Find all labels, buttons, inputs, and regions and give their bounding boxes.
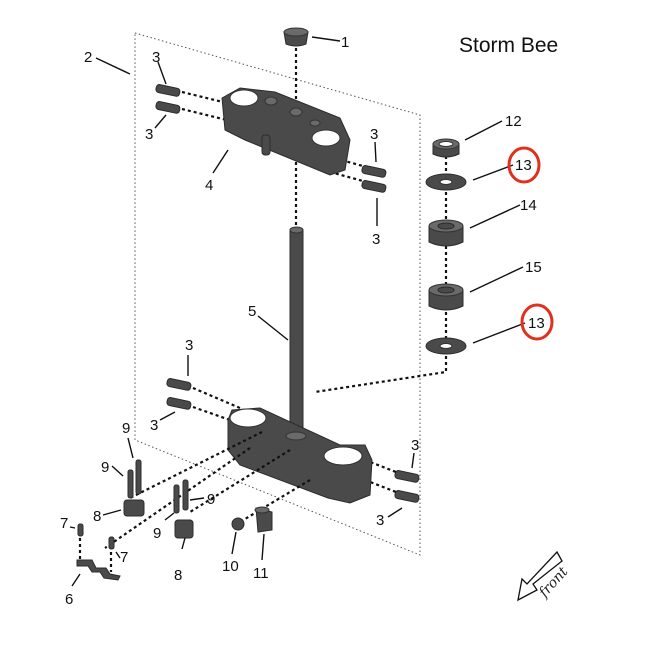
part-upper-triple-clamp[interactable] bbox=[221, 87, 351, 176]
highlight-circle bbox=[507, 146, 541, 184]
part-lower-triple-clamp[interactable] bbox=[227, 407, 373, 504]
callout-7[interactable]: 7 bbox=[60, 515, 68, 532]
callout-9[interactable]: 9 bbox=[122, 420, 130, 437]
part-washer[interactable] bbox=[425, 173, 467, 191]
callout-9[interactable]: 9 bbox=[101, 459, 109, 476]
callout-5[interactable]: 5 bbox=[248, 303, 256, 320]
callout-6[interactable]: 6 bbox=[65, 591, 73, 608]
callout-4[interactable]: 4 bbox=[205, 177, 213, 194]
callout-8[interactable]: 8 bbox=[174, 567, 182, 584]
long-bolt[interactable] bbox=[173, 484, 180, 514]
highlight-circle bbox=[520, 303, 554, 341]
bolt[interactable] bbox=[166, 378, 192, 391]
part-nut[interactable] bbox=[432, 138, 460, 158]
callout-3[interactable]: 3 bbox=[376, 512, 384, 529]
axis-line bbox=[189, 449, 291, 513]
callout-15[interactable]: 15 bbox=[525, 259, 542, 276]
callout-13[interactable]: 13 bbox=[528, 315, 545, 332]
callout-3[interactable]: 3 bbox=[145, 126, 153, 143]
axis-line bbox=[129, 431, 263, 499]
part-cap[interactable] bbox=[283, 27, 309, 47]
callout-12[interactable]: 12 bbox=[505, 113, 522, 130]
part-steering-stem[interactable] bbox=[289, 226, 304, 436]
axis-line bbox=[104, 447, 251, 549]
bolt[interactable] bbox=[155, 84, 181, 97]
bolt[interactable] bbox=[394, 490, 420, 503]
small-bolt[interactable] bbox=[77, 523, 84, 537]
bolt[interactable] bbox=[155, 101, 181, 114]
callout-1[interactable]: 1 bbox=[341, 34, 349, 51]
axis-line bbox=[239, 479, 311, 523]
callout-10[interactable]: 10 bbox=[222, 558, 239, 575]
callout-3[interactable]: 3 bbox=[150, 417, 158, 434]
callout-13[interactable]: 13 bbox=[515, 157, 532, 174]
callout-3[interactable]: 3 bbox=[411, 437, 419, 454]
callout-7[interactable]: 7 bbox=[120, 549, 128, 566]
diagram-title: Storm Bee bbox=[459, 34, 559, 57]
part-upper-bearing[interactable] bbox=[428, 219, 464, 247]
long-bolt[interactable] bbox=[182, 479, 189, 511]
callout-9[interactable]: 9 bbox=[207, 491, 215, 508]
callout-14[interactable]: 14 bbox=[520, 197, 537, 214]
riser-block[interactable] bbox=[174, 519, 194, 539]
callout-3[interactable]: 3 bbox=[372, 231, 380, 248]
riser-block[interactable] bbox=[123, 499, 145, 517]
callout-3[interactable]: 3 bbox=[370, 126, 378, 143]
part-lower-bearing[interactable] bbox=[428, 283, 464, 311]
bolt[interactable] bbox=[394, 470, 420, 483]
callout-8[interactable]: 8 bbox=[93, 508, 101, 525]
bolt[interactable] bbox=[361, 165, 387, 178]
long-bolt[interactable] bbox=[135, 459, 142, 495]
part-bracket[interactable] bbox=[76, 559, 121, 581]
axis-line bbox=[192, 405, 231, 422]
axis-line bbox=[192, 386, 241, 410]
assembly-boundary bbox=[134, 32, 421, 556]
callout-9[interactable]: 9 bbox=[153, 525, 161, 542]
axis-line bbox=[314, 350, 448, 394]
callout-3[interactable]: 3 bbox=[152, 49, 160, 66]
part-washer[interactable] bbox=[425, 337, 467, 355]
bolt[interactable] bbox=[361, 180, 387, 193]
front-arrow-icon bbox=[517, 550, 563, 602]
part-plug[interactable] bbox=[231, 517, 245, 531]
callout-3[interactable]: 3 bbox=[185, 337, 193, 354]
small-bolt[interactable] bbox=[108, 536, 115, 550]
callout-2[interactable]: 2 bbox=[84, 49, 92, 66]
callout-11[interactable]: 11 bbox=[253, 565, 269, 582]
bolt[interactable] bbox=[166, 397, 192, 410]
part-stem-stop[interactable] bbox=[254, 506, 273, 533]
long-bolt[interactable] bbox=[127, 469, 134, 499]
